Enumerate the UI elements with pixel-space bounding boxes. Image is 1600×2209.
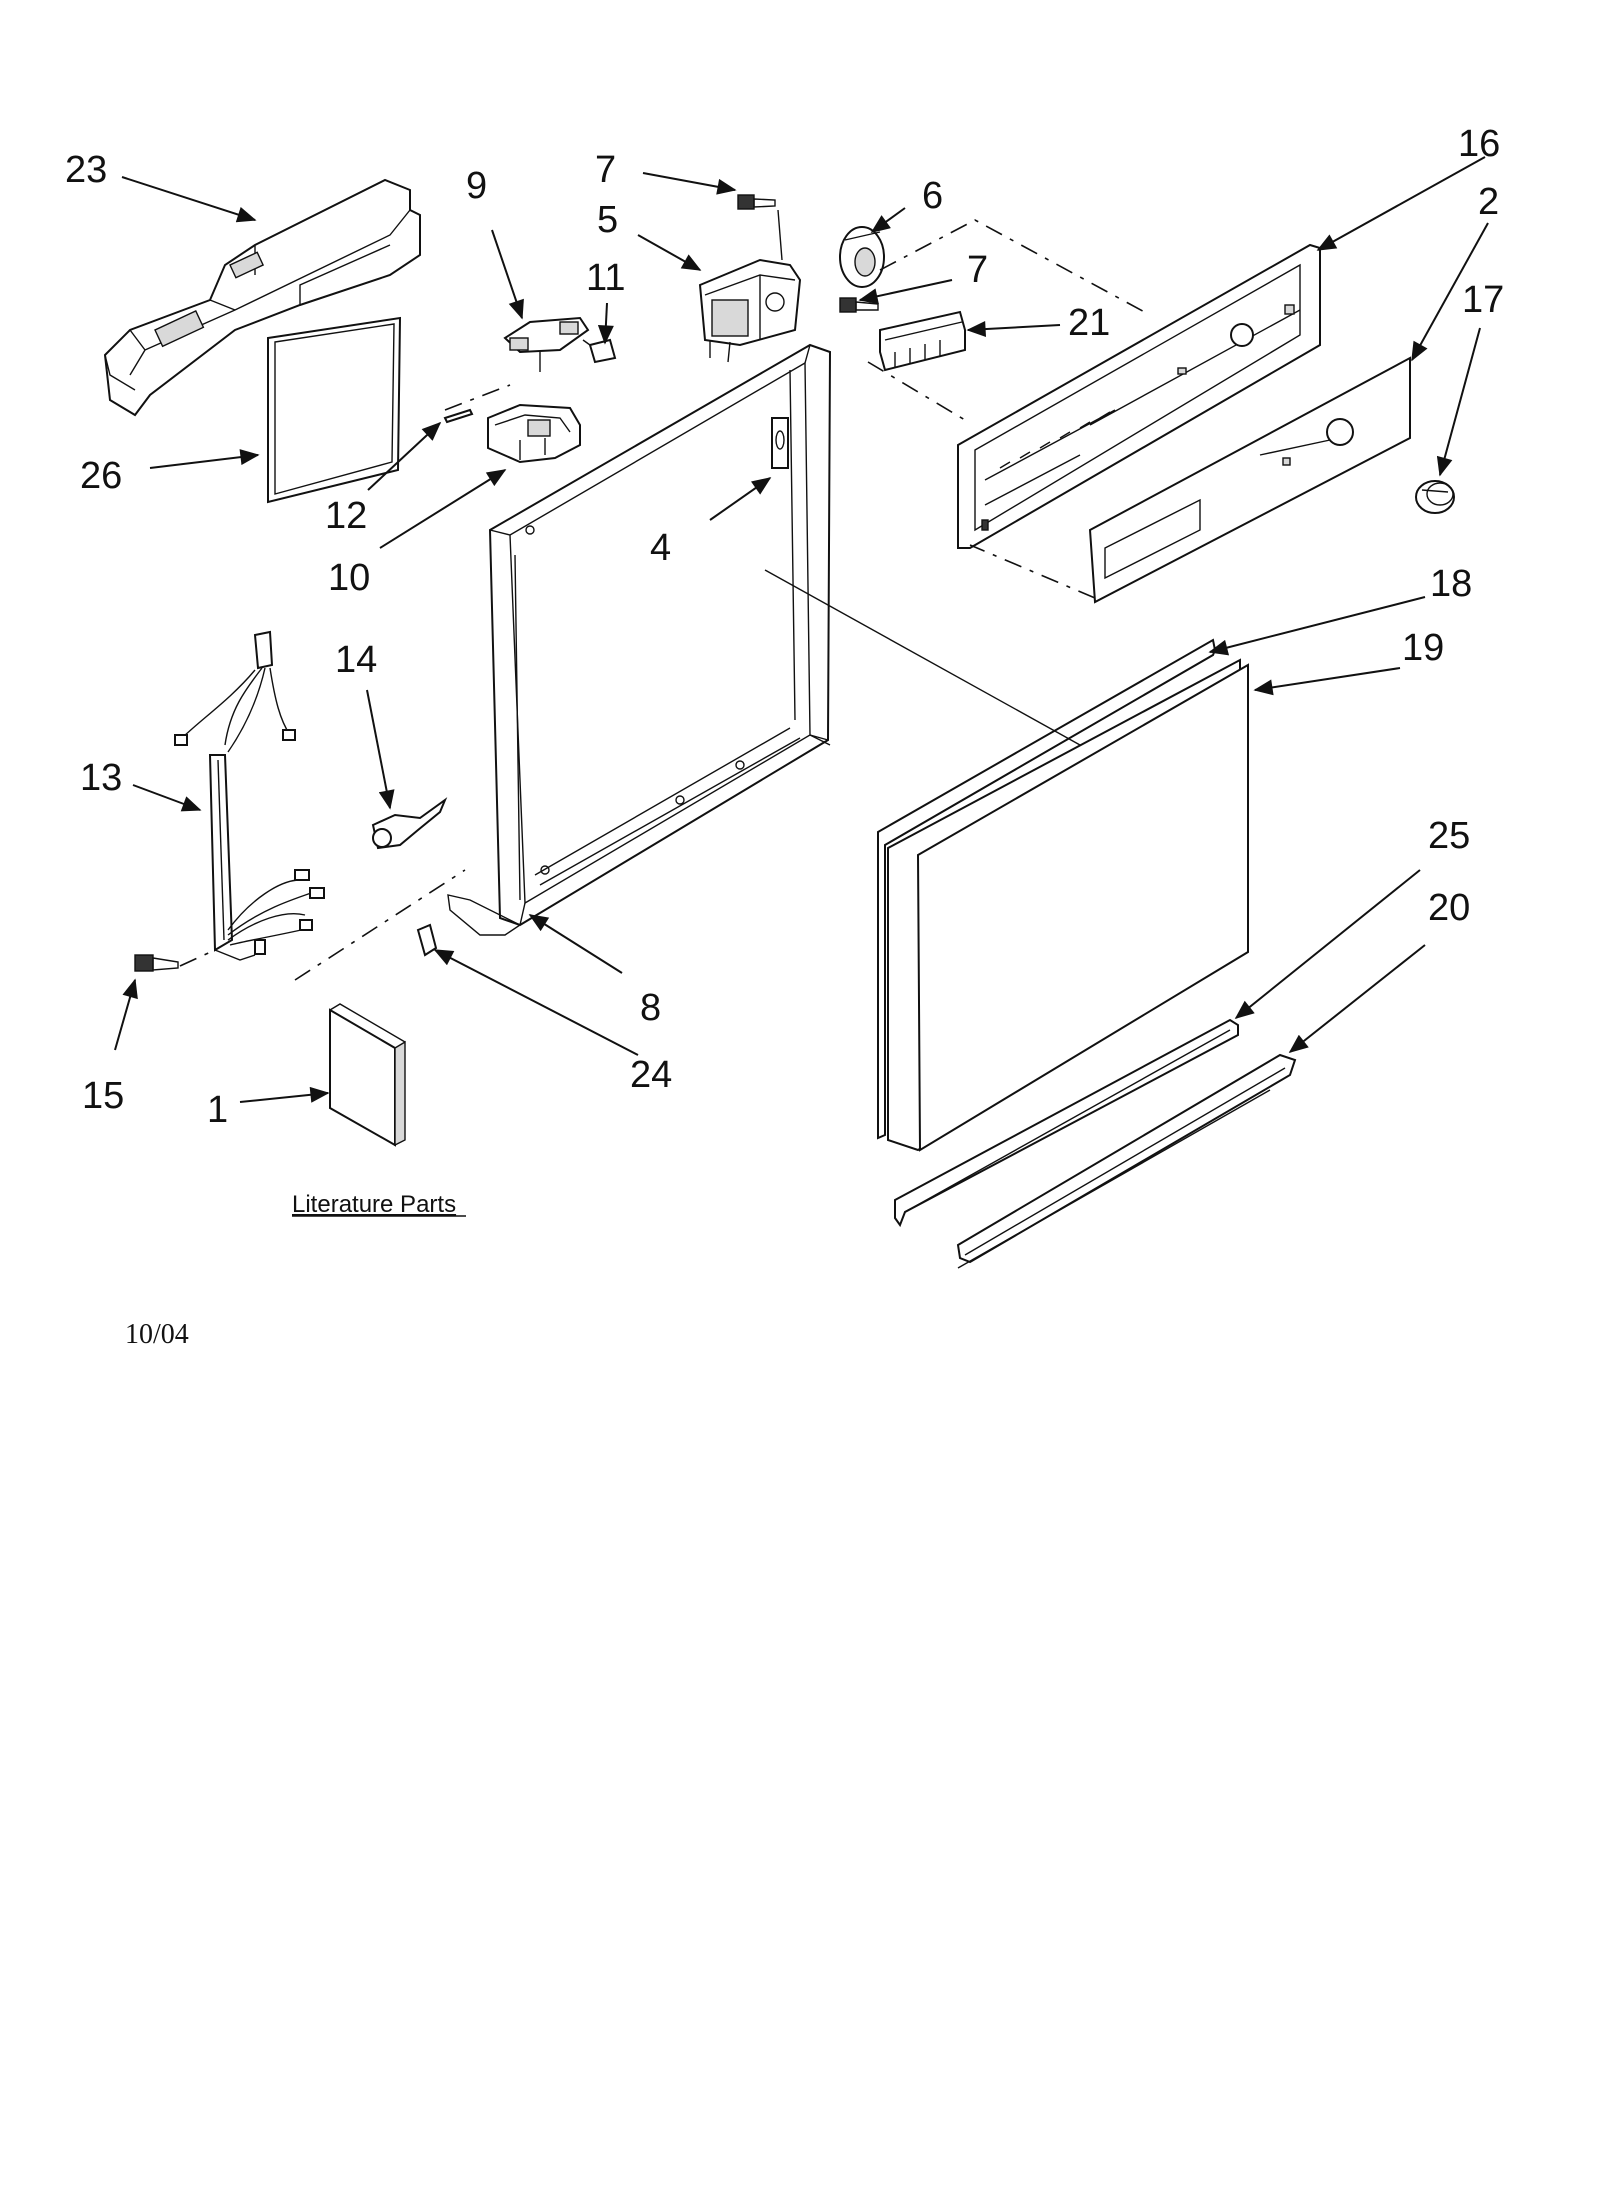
part-1-literature-booklet <box>329 1003 406 1147</box>
label-18: 18 <box>1430 563 1472 605</box>
part-7-screw-mid <box>839 297 879 313</box>
part-6-selector-dial <box>839 226 885 288</box>
part-24-clip <box>416 923 438 957</box>
part-11-switch <box>582 338 617 364</box>
part-25-trim-strip <box>894 1018 1239 1228</box>
part-9-latch <box>503 316 590 372</box>
label-21: 21 <box>1068 302 1110 344</box>
label-1: 1 <box>207 1089 228 1131</box>
part-number-labels: 23 9 7 5 6 7 16 2 17 11 21 26 12 10 4 18… <box>65 123 1504 1131</box>
label-5: 5 <box>597 199 618 241</box>
part-10-strike-bracket <box>487 403 581 464</box>
leader-arrows <box>114 156 1489 1103</box>
part-17-knob <box>1415 480 1455 514</box>
label-16: 16 <box>1458 123 1500 165</box>
label-7-mid: 7 <box>967 249 988 291</box>
label-14: 14 <box>335 639 377 681</box>
label-24: 24 <box>630 1054 672 1096</box>
label-2: 2 <box>1478 181 1499 223</box>
part-21-connector <box>879 310 966 372</box>
label-25: 25 <box>1428 815 1470 857</box>
revision-date: 10/04 <box>125 1319 189 1350</box>
label-23: 23 <box>65 149 107 191</box>
label-15: 15 <box>82 1075 124 1117</box>
part-14-sensor <box>371 797 448 850</box>
assembly-lines <box>179 209 1331 981</box>
label-19: 19 <box>1402 627 1444 669</box>
label-17: 17 <box>1462 279 1504 321</box>
part-19-front-panel <box>887 658 1249 1152</box>
part-13-wire-harness <box>174 630 325 961</box>
label-4: 4 <box>650 527 671 569</box>
part-15-screw <box>134 954 179 972</box>
part-2-console-overlay <box>1088 356 1411 604</box>
label-12: 12 <box>325 495 367 537</box>
label-26: 26 <box>80 455 122 497</box>
part-4-door-frame <box>447 343 832 936</box>
part-26-insulation-panel <box>267 316 402 504</box>
part-16-control-panel <box>957 243 1321 549</box>
part-7-screw-top <box>737 194 776 210</box>
literature-parts-label: Literature Parts <box>292 1191 456 1218</box>
part-23-vent-cover <box>103 178 421 417</box>
label-9: 9 <box>466 165 487 207</box>
part-5-timer <box>698 258 802 363</box>
part-12-pin <box>443 408 474 424</box>
label-6: 6 <box>922 175 943 217</box>
label-10: 10 <box>328 557 370 599</box>
label-13: 13 <box>80 757 122 799</box>
label-20: 20 <box>1428 887 1470 929</box>
part-20-bottom-trim <box>956 1053 1297 1269</box>
label-11: 11 <box>586 257 625 299</box>
label-8: 8 <box>640 987 661 1029</box>
label-7-top: 7 <box>595 149 616 191</box>
